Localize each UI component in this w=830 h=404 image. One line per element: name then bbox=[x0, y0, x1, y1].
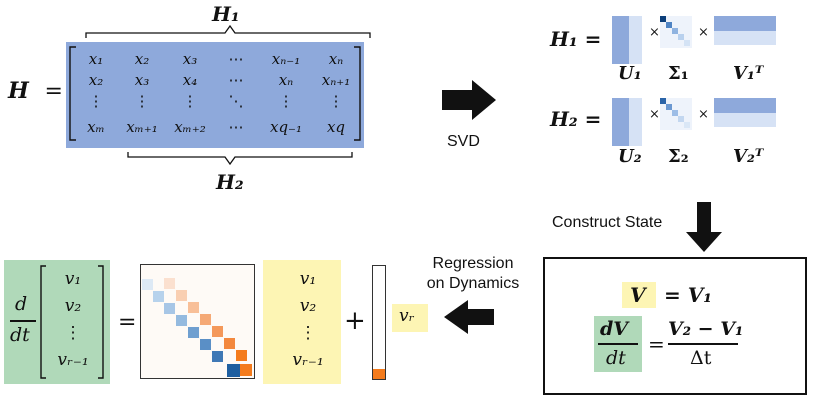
svd-row-2-lhs: H₂ = bbox=[550, 107, 602, 131]
a-cell bbox=[212, 351, 223, 362]
ode-vector-rhs: v₁ v₂ ⋮ vᵣ₋₁ bbox=[292, 269, 324, 370]
hankel-row: x₂ x₃ x₄ ⋯ xₙ xₙ₊₁ bbox=[88, 71, 351, 89]
a-cell bbox=[240, 364, 252, 376]
a-cell bbox=[200, 339, 211, 350]
a-cell bbox=[164, 303, 175, 314]
hankel-entries: x₁ x₂ x₃ ⋯ xₙ₋₁ xₙ x₂ x₃ x₄ ⋯ xₙ xₙ₊₁ ⋮ … bbox=[74, 50, 358, 139]
state-frac-num: V₂ − V₁ bbox=[668, 318, 744, 340]
a-cell bbox=[212, 326, 223, 337]
ode-vector-rhs-bg bbox=[263, 260, 341, 384]
svd-row-1-v: V₁ᵀ bbox=[733, 63, 764, 84]
a-cell bbox=[176, 290, 187, 301]
svg-text:×: × bbox=[698, 25, 709, 40]
ode-lhs-block bbox=[4, 260, 110, 384]
ode-plus: + bbox=[344, 306, 366, 336]
ode-eq: = bbox=[118, 310, 137, 335]
svd-label: SVD bbox=[447, 133, 480, 150]
a-cell bbox=[164, 278, 175, 289]
svd-row-2-v: V₂ᵀ bbox=[733, 146, 764, 167]
construct-state-label: Construct State bbox=[552, 214, 663, 231]
svd-row-1-u: U₁ bbox=[618, 63, 642, 84]
hankel-lhs: H = bbox=[8, 78, 63, 104]
a-cell bbox=[236, 350, 247, 361]
a-cell bbox=[200, 314, 211, 325]
ode-d: d bbox=[15, 293, 28, 315]
svd-row-1-factors: × × bbox=[612, 16, 776, 64]
brace-bottom-label: H₂ bbox=[216, 170, 244, 194]
state-v-rhs: = V₁ bbox=[664, 283, 712, 307]
a-cell bbox=[142, 279, 153, 290]
hankel-row: xₘ xₘ₊₁ xₘ₊₂ ⋯ xq₋₁ xq bbox=[87, 118, 346, 136]
hankel-matrix bbox=[66, 42, 364, 148]
state-eq: = bbox=[648, 332, 665, 356]
a-cell bbox=[227, 364, 240, 377]
a-cell bbox=[188, 327, 199, 338]
hankel-row: ⋮ ⋮ ⋮ ⋱ ⋮ ⋮ bbox=[88, 92, 344, 110]
a-cell bbox=[224, 338, 235, 349]
svd-row-2-u: U₂ bbox=[618, 146, 642, 167]
svd-row-2-sigma: Σ₂ bbox=[668, 146, 689, 167]
forcing-label-bg bbox=[392, 304, 428, 332]
a-cell bbox=[176, 315, 187, 326]
sigma-2-matrix bbox=[660, 98, 692, 130]
svd-row-1-lhs: H₁ = bbox=[550, 27, 602, 51]
brace-top-label: H₁ bbox=[212, 2, 240, 26]
ode-frac-bar bbox=[10, 320, 36, 322]
state-v: V bbox=[630, 283, 646, 307]
svd-row-2-factors: × × bbox=[612, 98, 776, 146]
dynamics-matrix bbox=[140, 264, 255, 379]
sigma-1-matrix bbox=[660, 16, 692, 48]
a-cell bbox=[188, 302, 199, 313]
state-deriv-num: dV bbox=[600, 318, 629, 340]
forcing-label: vᵣ bbox=[399, 306, 415, 326]
state-frac-den: Δt bbox=[690, 347, 712, 369]
svg-text:×: × bbox=[649, 25, 660, 40]
svg-text:×: × bbox=[698, 107, 709, 122]
state-deriv-bar bbox=[598, 343, 638, 345]
state-deriv-den: dt bbox=[606, 347, 626, 369]
hankel-row: x₁ x₂ x₃ ⋯ xₙ₋₁ xₙ bbox=[88, 50, 344, 68]
forcing-vector bbox=[372, 265, 386, 380]
a-cell bbox=[153, 291, 164, 302]
state-frac-bar bbox=[668, 343, 738, 345]
svd-row-1-sigma: Σ₁ bbox=[668, 63, 689, 84]
state-box bbox=[543, 257, 807, 395]
ode-dt: dt bbox=[10, 324, 30, 346]
regression-label: Regression on Dynamics bbox=[426, 255, 520, 292]
svg-text:×: × bbox=[649, 107, 660, 122]
state-v-highlight bbox=[622, 282, 656, 308]
ode-vector-lhs: v₁ v₂ ⋮ vᵣ₋₁ bbox=[57, 269, 89, 370]
